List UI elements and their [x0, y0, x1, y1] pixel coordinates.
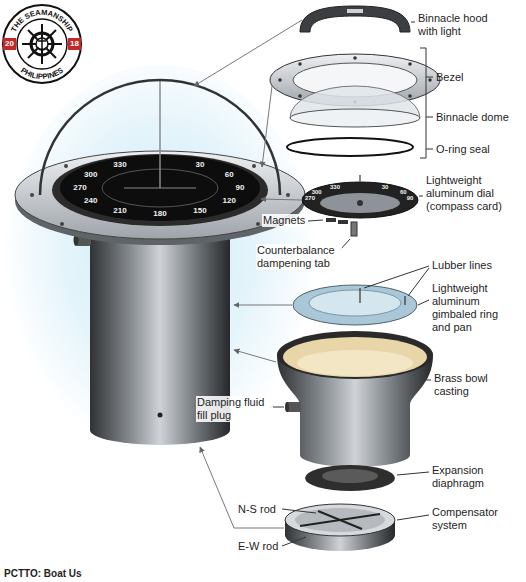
part-label: Lightweight aluminum dial (compass card) — [426, 174, 508, 213]
part-label: Lightweight aluminum gimbaled ring and p… — [432, 282, 507, 334]
logo-text: PHILIPPINES — [19, 66, 65, 81]
card-degree: 330 — [113, 161, 126, 169]
part-label: N-S rod — [238, 503, 276, 516]
part-label: Binnacle hood with light — [418, 12, 500, 38]
glow — [2, 65, 318, 475]
part-label: O-ring seal — [436, 143, 490, 156]
card-degree: 240 — [84, 197, 97, 205]
fill-plug — [287, 402, 301, 412]
o-ring-part — [287, 138, 413, 156]
part-label: E-W rod — [238, 540, 278, 553]
part-label: Compensator system — [432, 506, 504, 532]
card-degree: 30 — [196, 161, 205, 169]
assembly-leader — [194, 20, 302, 528]
dial-degree: 270 — [305, 195, 315, 201]
diaphragm-part — [305, 465, 395, 491]
card-degree: 270 — [73, 184, 86, 192]
card-degree: 120 — [223, 197, 236, 205]
dial-part — [302, 182, 418, 218]
dial-degree: 300 — [312, 189, 322, 195]
card-degree: 180 — [153, 210, 166, 218]
card-degree: 150 — [193, 207, 206, 215]
dampening-tab — [351, 222, 357, 236]
card-degree: 210 — [113, 207, 126, 215]
dial-degree: 60 — [400, 189, 407, 195]
logo-text: THE SEAMANSHIP — [9, 8, 75, 33]
part-label: Expansion diaphragm — [432, 464, 492, 490]
logo-year: 18 — [70, 40, 79, 48]
dial-degree: 30 — [382, 184, 389, 190]
hood-part — [300, 6, 410, 32]
dial-degree: 330 — [330, 184, 340, 190]
part-label: Bezel — [436, 71, 464, 84]
magnet — [326, 218, 336, 222]
part-label: Brass bowl casting — [434, 372, 498, 398]
magnet — [338, 220, 348, 224]
part-label: Damping fluid fill plug — [196, 396, 273, 422]
card-degree: 90 — [236, 184, 245, 192]
logo-year: 20 — [5, 40, 14, 48]
card-degree: 60 — [225, 171, 234, 179]
part-label: Counterbalance dampening tab — [256, 244, 342, 270]
part-label: Binnacle dome — [436, 111, 509, 124]
binnacle-hood — [40, 80, 280, 195]
card-degree: 300 — [84, 171, 97, 179]
dial-degree: 90 — [407, 195, 414, 201]
credit-note: PCTTO: Boat Us — [4, 567, 82, 580]
bracket — [420, 48, 426, 158]
part-label: Lubber lines — [432, 259, 492, 272]
pan-part — [293, 285, 417, 325]
logo-emblem — [3, 5, 81, 83]
part-label: Magnets — [262, 214, 306, 227]
